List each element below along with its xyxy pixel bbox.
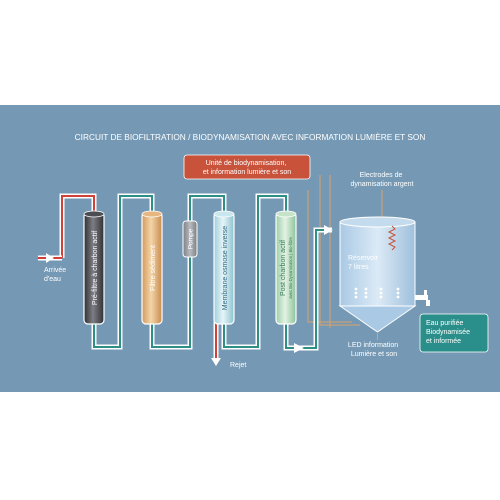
membrane-cartridge: Membrane osmose inverse xyxy=(213,210,235,325)
flow-arrow-icon xyxy=(324,225,333,235)
reservoir-label: Réservoir 7 litres xyxy=(348,255,380,271)
diagram-title: CIRCUIT DE BIOFILTRATION / BIODYNAMISATI… xyxy=(75,132,426,142)
electrodes-label: Electrodes de dynamisation argent xyxy=(350,172,413,188)
tap-icon xyxy=(415,290,430,306)
pump-label: Pompe xyxy=(188,228,195,249)
output-water-box: Eau purifiée Biodynamisée et informée xyxy=(419,313,489,353)
reject-arrow-icon xyxy=(211,358,221,366)
prefilter-cartridge: Pré-filtre à charbon actif xyxy=(83,210,105,325)
membrane-label: Membrane osmose inverse xyxy=(222,226,229,311)
sediment-label: Filtre sédiment xyxy=(150,245,157,291)
pump: Pompe xyxy=(182,220,198,258)
diagram-background xyxy=(0,105,500,392)
control-wires xyxy=(307,175,383,328)
prefilter-label: Pré-filtre à charbon actif xyxy=(92,231,99,305)
led-lights-icon xyxy=(354,287,400,299)
biodynamisation-unit-box: Unité de biodynamisation, et information… xyxy=(183,154,311,180)
post-carbon-label: Post charbon actif xyxy=(280,240,287,296)
electrode-coil-icon xyxy=(387,225,397,251)
unit-box-text: Unité de biodynamisation, et information… xyxy=(203,160,291,176)
sediment-cartridge: Filtre sédiment xyxy=(141,210,163,325)
flow-arrow-icon xyxy=(294,343,304,353)
reject-label: Rejet xyxy=(230,362,246,369)
post-carbon-cartridge: Post charbon actif avec Bio-Dynamisation… xyxy=(275,210,297,325)
inlet-label: Arrivée d'eau xyxy=(44,267,68,283)
led-label: LED information Lumière et son xyxy=(348,342,400,358)
output-label: Eau purifiée Biodynamisée et informée xyxy=(426,320,472,345)
inlet-arrow-icon xyxy=(46,253,54,263)
post-carbon-sublabel: avec Bio-Dynamisation | Bio-filtre xyxy=(288,237,293,299)
reservoir-tank: Réservoir 7 litres xyxy=(338,216,417,333)
